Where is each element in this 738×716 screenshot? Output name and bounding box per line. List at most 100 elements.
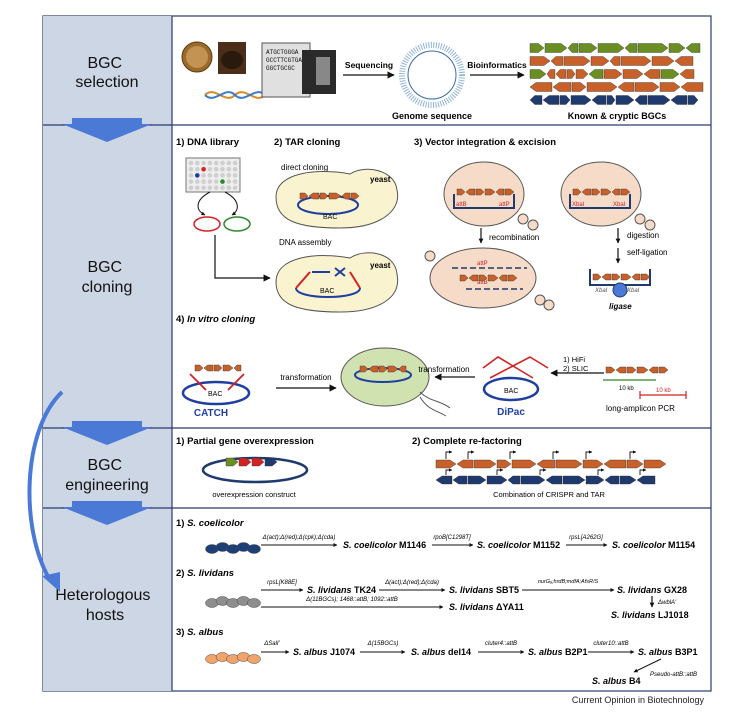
cluster-gene bbox=[648, 366, 659, 374]
plate-well bbox=[201, 166, 206, 172]
coel-strain-m1154: S. coelicolor M1154 bbox=[612, 540, 695, 550]
ten-kb-label-1: 10 kb bbox=[619, 386, 634, 392]
cluster-gene bbox=[475, 188, 485, 196]
journal-footer: Current Opinion in Biotechnology bbox=[571, 695, 704, 705]
catch-bac-label: BAC bbox=[208, 391, 222, 398]
liv-step-1-label: rpsL[K88E] bbox=[267, 580, 297, 586]
liv-step-2-label: Δ(act);Δ(red);Δ(cda) bbox=[384, 580, 439, 586]
promoter-flag bbox=[597, 468, 605, 475]
direct-cloning-label: direct cloning bbox=[281, 163, 328, 172]
bgc-gene bbox=[546, 69, 556, 79]
library-plasmid-red bbox=[193, 216, 221, 232]
complete-caption: Combination of CRISPR and TAR bbox=[493, 490, 605, 499]
cluster-gene bbox=[611, 188, 621, 196]
plate-well bbox=[195, 179, 200, 184]
hosts-panel: 1) S. coelicolor Δ(act);Δ(red);Δ(cpk);Δ(… bbox=[176, 518, 698, 686]
albus-title: 3) S. albus bbox=[176, 627, 224, 638]
spore bbox=[247, 654, 261, 664]
alb-step-1-label: ΔSalI' bbox=[263, 641, 280, 647]
bgc-gene bbox=[687, 95, 699, 105]
refactored-gene bbox=[456, 459, 474, 469]
bgc-gene bbox=[555, 69, 567, 79]
plate-well bbox=[188, 160, 194, 166]
bgc-gene bbox=[647, 95, 671, 105]
bgc-gene bbox=[670, 95, 688, 105]
liv-strain-tk24: S. lividans TK24 bbox=[307, 585, 376, 595]
refactored-gene bbox=[636, 475, 656, 485]
attp-label-2: attP bbox=[477, 261, 488, 267]
well-plate-icon bbox=[185, 157, 241, 193]
refactored-gene bbox=[486, 475, 508, 485]
curved-arrow-to-hosts bbox=[27, 390, 64, 582]
yeast-cell-2 bbox=[275, 252, 399, 313]
digestion-label: digestion bbox=[627, 231, 659, 240]
cluster-gene bbox=[468, 274, 479, 282]
bgc-gene bbox=[615, 95, 635, 105]
plate-well bbox=[207, 179, 213, 184]
cluster-gene bbox=[592, 273, 602, 281]
coel-strain-m1152: S. coelicolor M1152 bbox=[477, 540, 560, 550]
vector-title: 3) Vector integration & excision bbox=[414, 137, 556, 148]
promoter-flag bbox=[552, 450, 560, 459]
self-ligation-label: self-ligation bbox=[627, 248, 667, 257]
plate-well bbox=[232, 166, 238, 172]
refactored-gene bbox=[545, 475, 563, 485]
refactored-gene bbox=[467, 475, 487, 485]
cluster-gene bbox=[222, 364, 234, 372]
section-title-cloning: BGC cloning bbox=[82, 259, 133, 296]
alb-step-3-label: cluter4::attB bbox=[485, 641, 517, 647]
cluster-gene bbox=[319, 192, 329, 200]
genome-circle-icon bbox=[399, 42, 465, 108]
coel-step-3-label: rpsL[A262G] bbox=[569, 535, 603, 541]
plate-well bbox=[195, 185, 200, 191]
cluster-gene bbox=[359, 365, 369, 373]
spore bbox=[247, 598, 261, 608]
bgc-gene bbox=[668, 43, 686, 53]
promoter-flag bbox=[467, 450, 475, 459]
plate-well bbox=[226, 179, 232, 184]
plate-well bbox=[213, 179, 219, 184]
transformation-label-2b: transformation bbox=[418, 365, 469, 374]
plate-well bbox=[220, 173, 225, 178]
bgc-gene bbox=[586, 82, 618, 92]
promoter-flag bbox=[496, 468, 504, 475]
bgc-gene bbox=[575, 69, 589, 79]
cluster-gene bbox=[572, 188, 582, 196]
bgc-gene bbox=[570, 95, 592, 105]
cluster-gene bbox=[328, 192, 342, 200]
cluster-gene bbox=[631, 273, 641, 281]
promoter-flag bbox=[639, 468, 647, 475]
bgc-gene bbox=[660, 69, 680, 79]
refactored-gene bbox=[435, 475, 453, 485]
yeast-label-2: yeast bbox=[370, 261, 391, 270]
refactored-gene bbox=[604, 475, 620, 485]
selection-panel: ATGCTGGGA GCCTTCGTGA GGCTGCGC Sequencing… bbox=[181, 41, 704, 121]
plate-well bbox=[188, 166, 194, 172]
plate-well bbox=[220, 179, 225, 184]
plate-well bbox=[232, 160, 238, 166]
partial-caption: overexpression construct bbox=[212, 490, 296, 499]
down-arrow-2 bbox=[62, 421, 152, 445]
bgc-gene bbox=[571, 82, 587, 92]
long-pcr-label: long-amplicon PCR bbox=[606, 404, 675, 413]
xbai-label-left: XbaI bbox=[572, 202, 585, 208]
liv-strain-lj1018: S. lividans LJ1018 bbox=[611, 610, 689, 620]
plate-well bbox=[201, 179, 206, 184]
coel-strain-m1146: S. coelicolor M1146 bbox=[343, 540, 426, 550]
bac-label-1: BAC bbox=[323, 214, 337, 221]
liv-strain-sbt5: S. lividans SBT5 bbox=[449, 585, 519, 595]
xbai-ligated-left: XbaI bbox=[594, 288, 608, 294]
bgc-gene bbox=[559, 95, 571, 105]
section-title-selection: BGC selection bbox=[75, 55, 138, 91]
bgc-gene bbox=[606, 95, 616, 105]
cluster-gene bbox=[626, 366, 637, 374]
cloning-panel: 1) DNA library 2) TAR cloning direct clo… bbox=[176, 137, 687, 419]
cluster-gene bbox=[465, 188, 476, 196]
cluster-gene bbox=[620, 188, 631, 196]
cluster-gene bbox=[640, 273, 651, 281]
bgc-gene bbox=[685, 43, 701, 53]
bgc-gene bbox=[544, 43, 568, 53]
cluster-gene bbox=[611, 273, 621, 281]
ten-kb-label-2: 10 kb bbox=[656, 388, 671, 394]
cluster-gene bbox=[233, 364, 242, 372]
